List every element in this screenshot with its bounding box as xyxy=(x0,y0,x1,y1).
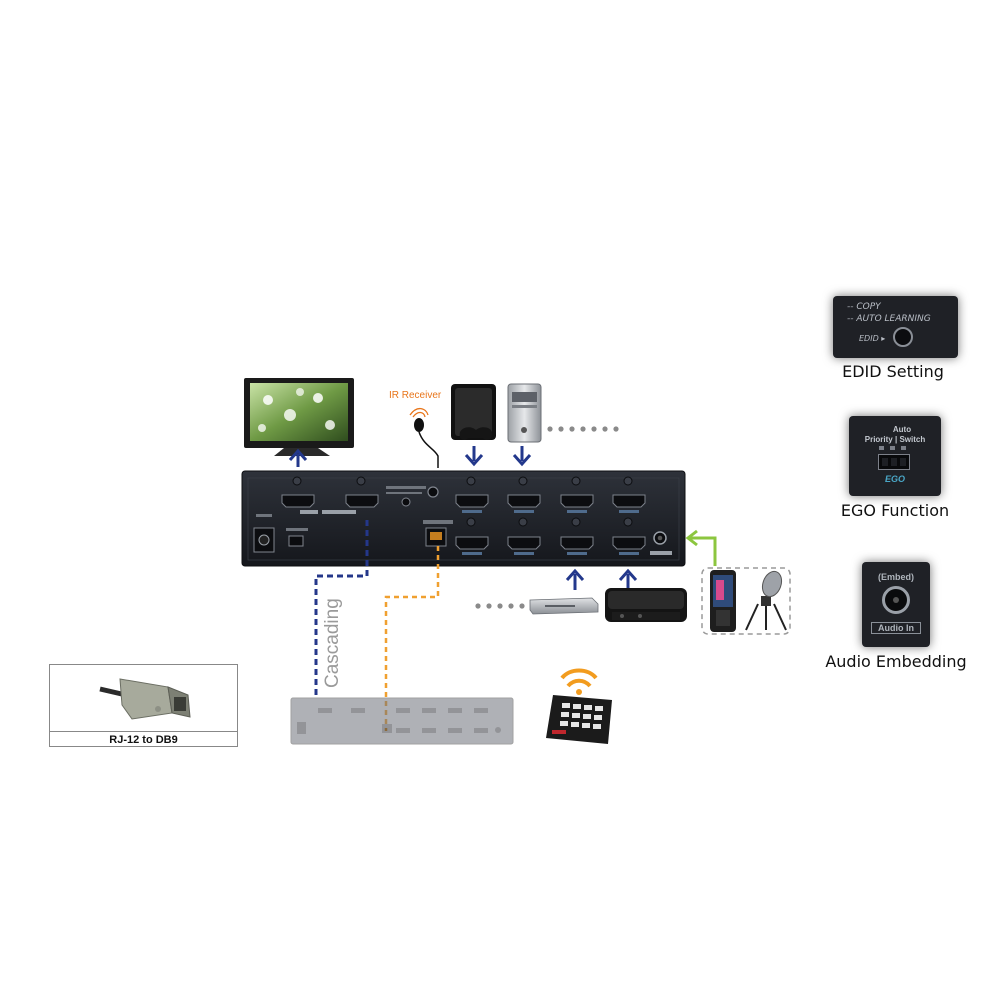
edid-button[interactable] xyxy=(893,327,913,347)
ego-priority-switch-text: Priority | Switch xyxy=(864,435,926,444)
remote-control-icon xyxy=(546,668,612,744)
input-arrow-pc xyxy=(512,446,532,467)
input-arrow-mediabox xyxy=(618,568,638,590)
media-player-icon xyxy=(529,597,599,615)
ego-switch-indicators xyxy=(879,446,911,451)
audio-inset: (Embed) Audio In xyxy=(862,562,930,647)
cascaded-switch xyxy=(290,697,514,745)
ego-function-caption: EGO Function xyxy=(840,501,950,520)
audio-in-label: Audio In xyxy=(871,622,921,634)
ir-receiver-icon xyxy=(409,407,439,468)
streaming-box-icon xyxy=(605,588,687,622)
input-arrow-player xyxy=(565,568,585,590)
ego-slide-switch[interactable] xyxy=(878,454,910,470)
rj12-db9-adapter-card: RJ-12 to DB9 xyxy=(49,664,238,747)
audio-input-arrow xyxy=(685,529,717,566)
cascade-cable-line xyxy=(314,520,369,696)
edid-setting-caption: EDID Setting xyxy=(842,362,944,381)
pc-tower-icon xyxy=(507,383,542,443)
audio-sources-group xyxy=(701,567,791,635)
more-sources-dots-bottom xyxy=(475,603,525,609)
game-console-icon xyxy=(451,384,496,440)
audio-jack[interactable] xyxy=(882,586,910,614)
tv-display xyxy=(244,378,354,456)
rj12-db9-adapter-icon xyxy=(99,678,191,720)
ir-receiver-label: IR Receiver xyxy=(389,390,442,401)
rj12-db9-label: RJ-12 to DB9 xyxy=(50,731,237,748)
input-arrow-ps3 xyxy=(464,446,484,467)
serial-cable-line xyxy=(384,546,440,731)
audio-embed-text: (Embed) xyxy=(878,572,914,582)
edid-copy-text: -- COPY xyxy=(847,302,881,312)
edid-button-label: EDID ▸ xyxy=(859,334,886,343)
more-sources-dots xyxy=(547,426,619,432)
cascading-label: Cascading xyxy=(322,598,343,688)
ego-inset: Auto Priority | Switch EGO xyxy=(849,416,941,496)
edid-auto-learning-text: -- AUTO LEARNING xyxy=(847,314,931,324)
hdmi-matrix-switch xyxy=(241,470,686,567)
edid-inset: -- COPY -- AUTO LEARNING EDID ▸ xyxy=(833,296,958,358)
audio-embedding-caption: Audio Embedding xyxy=(825,652,967,671)
hdmi-output-arrow xyxy=(288,448,308,467)
ego-auto-text: Auto xyxy=(892,425,912,434)
ego-label: EGO xyxy=(884,474,905,484)
